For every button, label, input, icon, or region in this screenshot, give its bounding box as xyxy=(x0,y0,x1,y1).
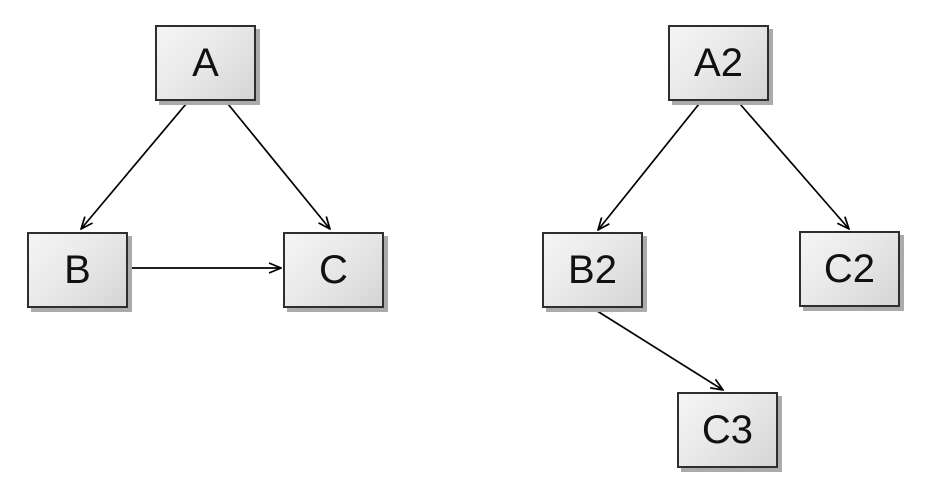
node-label: B2 xyxy=(568,248,617,292)
node-label: A xyxy=(192,41,219,85)
node-B: B xyxy=(27,232,128,308)
node-C3: C3 xyxy=(677,392,778,468)
edge-A2-B2 xyxy=(598,103,700,230)
node-C: C xyxy=(283,232,384,308)
node-A: A xyxy=(155,25,256,101)
edge-B2-C3 xyxy=(593,308,723,390)
node-label: A2 xyxy=(694,41,743,85)
node-B2: B2 xyxy=(542,232,643,308)
node-label: C3 xyxy=(701,408,754,452)
node-label: C xyxy=(319,248,348,292)
edge-A-B xyxy=(81,103,187,229)
node-label: C2 xyxy=(823,247,876,291)
node-C2: C2 xyxy=(799,231,900,307)
node-A2: A2 xyxy=(668,25,769,101)
edge-A-C xyxy=(227,103,330,229)
edge-A2-C2 xyxy=(739,103,849,229)
node-label: B xyxy=(64,248,91,292)
